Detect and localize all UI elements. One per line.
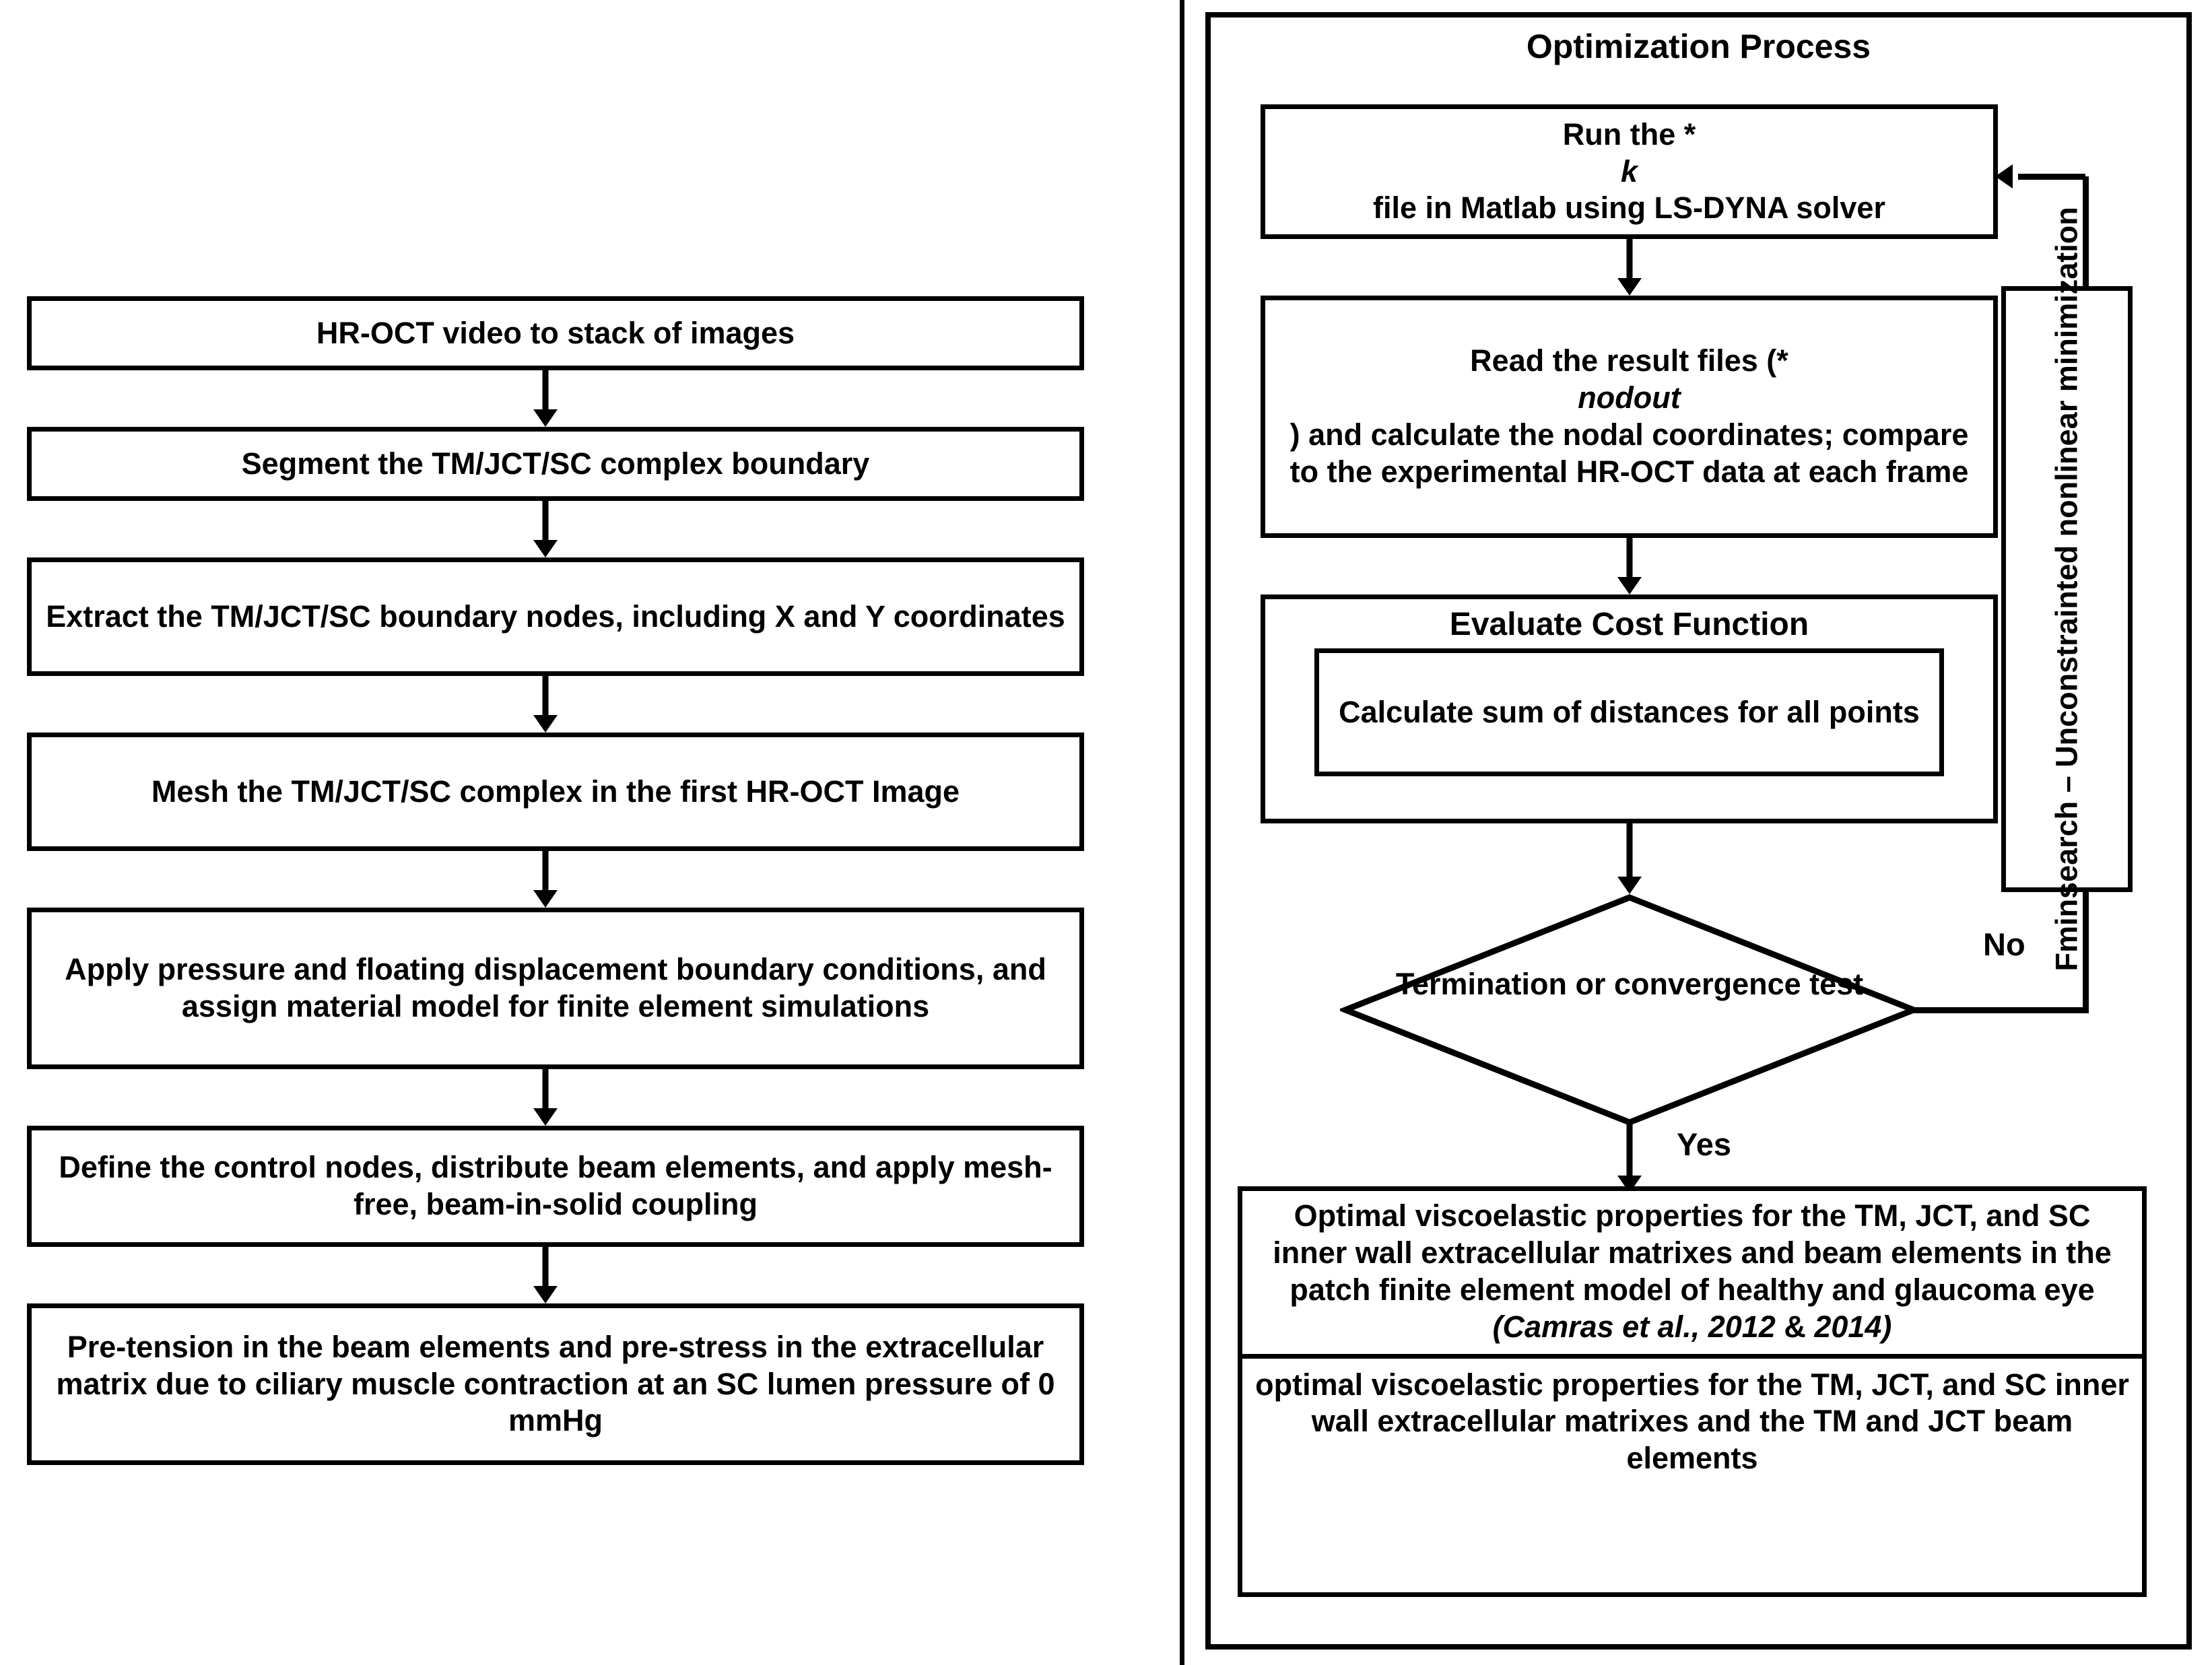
left-step-5: Apply pressure and floating displacement… xyxy=(27,908,1084,1069)
calculate-sum-label: Calculate sum of distances for all point… xyxy=(1339,695,1920,729)
fminsearch-feedback-box: Fminsearch – Unconstrainted nonlinear mi… xyxy=(2001,207,2133,972)
decision-diamond-shape xyxy=(1340,894,1919,1126)
feedback-return-horizontal xyxy=(2018,174,2085,180)
left-step-5-label: Apply pressure and floating displacement… xyxy=(65,952,1046,1023)
left-step-6: Define the control nodes, distribute bea… xyxy=(27,1126,1084,1247)
left-step-2: Segment the TM/JCT/SC complex boundary xyxy=(27,427,1084,501)
panel-title: Optimization Process xyxy=(1526,28,1871,65)
left-step-3-label: Extract the TM/JCT/SC boundary nodes, in… xyxy=(46,599,1065,634)
final-results-box: Optimal viscoelastic properties for the … xyxy=(1238,1186,2147,1597)
right-step-run: Run the *k file in Matlab using LS-DYNA … xyxy=(1261,104,1998,239)
no-label: No xyxy=(1983,926,2025,962)
left-step-4-label: Mesh the TM/JCT/SC complex in the first … xyxy=(151,774,960,809)
left-step-4: Mesh the TM/JCT/SC complex in the first … xyxy=(27,733,1084,851)
left-step-3: Extract the TM/JCT/SC boundary nodes, in… xyxy=(27,557,1084,676)
final-results-bottom: optimal viscoelastic properties for the … xyxy=(1255,1367,2129,1476)
left-step-2-label: Segment the TM/JCT/SC complex boundary xyxy=(241,446,870,481)
calculate-sum-box: Calculate sum of distances for all point… xyxy=(1314,648,1944,776)
feedback-return-vertical xyxy=(2083,176,2089,291)
left-step-6-label: Define the control nodes, distribute bea… xyxy=(59,1150,1052,1221)
right-step-read: Read the result files (*nodout) and calc… xyxy=(1261,296,1998,538)
left-step-1-label: HR-OCT video to stack of images xyxy=(316,315,795,350)
left-step-7: Pre-tension in the beam elements and pre… xyxy=(27,1303,1084,1465)
left-step-1: HR-OCT video to stack of images xyxy=(27,296,1084,370)
feedback-return-arrowhead xyxy=(1995,164,2013,189)
no-path-horizontal xyxy=(1914,1007,2089,1013)
no-path-vertical xyxy=(2083,889,2089,1010)
final-results-divider xyxy=(1242,1353,2142,1359)
decision-diamond: Termination or convergence test xyxy=(1340,892,1919,1128)
left-step-7-label: Pre-tension in the beam elements and pre… xyxy=(56,1329,1055,1438)
column-separator xyxy=(1180,0,1184,1665)
yes-label: Yes xyxy=(1677,1126,1732,1162)
right-step-run-label: Run the *k file in Matlab using LS-DYNA … xyxy=(1373,116,1885,226)
final-results-top: Optimal viscoelastic properties for the … xyxy=(1273,1198,2112,1344)
evaluate-cost-function-title: Evaluate Cost Function xyxy=(1449,607,1809,642)
evaluate-cost-function-box: Evaluate Cost Function Calculate sum of … xyxy=(1261,594,1998,823)
right-step-read-label: Read the result files (*nodout) and calc… xyxy=(1289,343,1969,489)
fminsearch-feedback-label: Fminsearch – Unconstrainted nonlinear mi… xyxy=(2049,207,2084,972)
decision-label: Termination or convergence test xyxy=(1395,967,1864,1001)
